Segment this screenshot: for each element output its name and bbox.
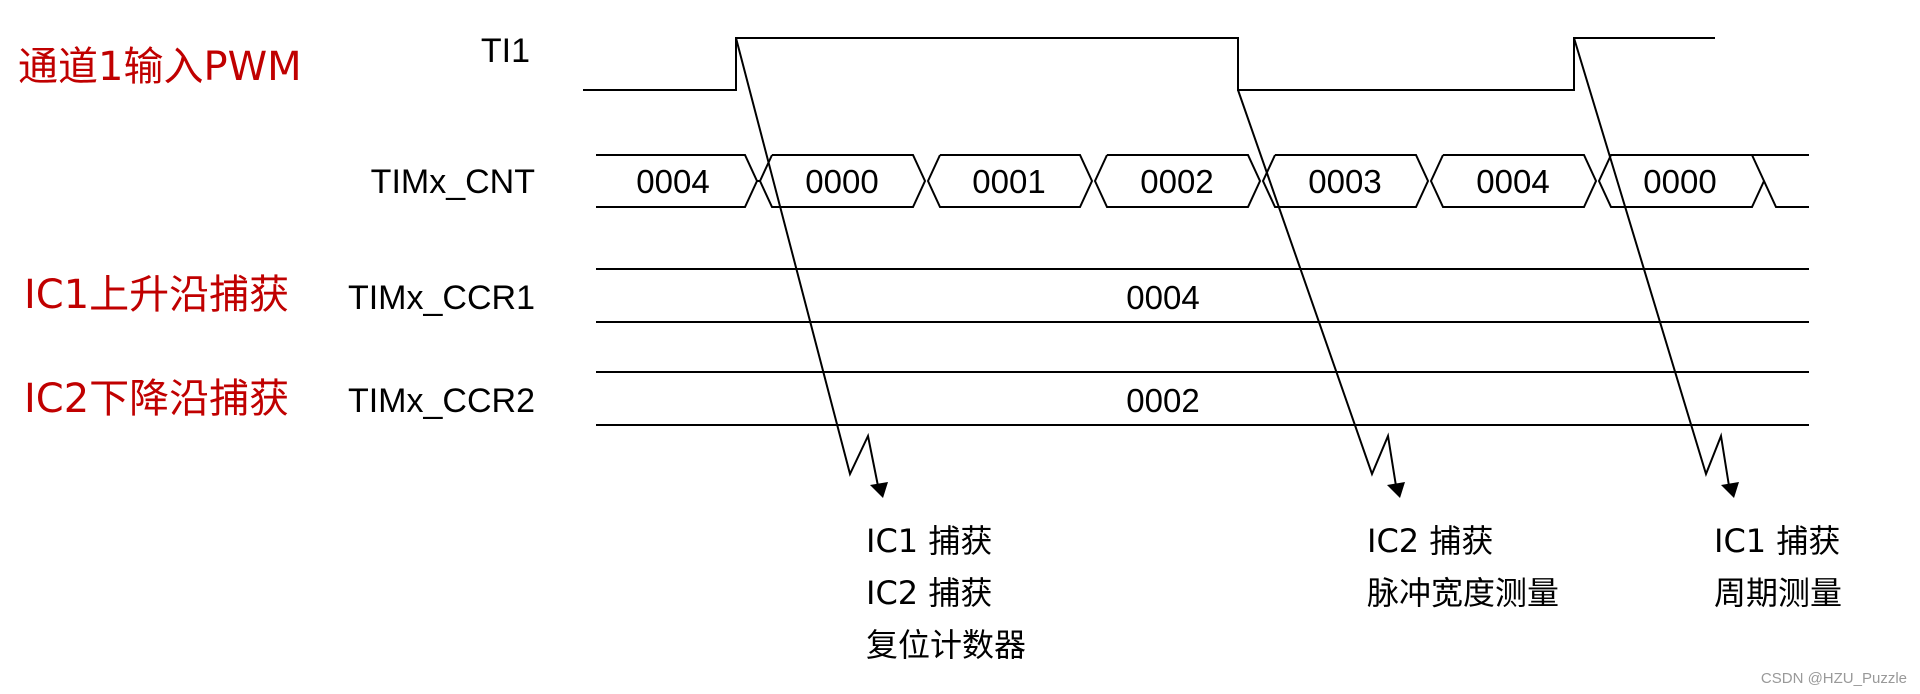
label-channel-input: 通道1输入PWM: [18, 44, 302, 90]
watermark: CSDN @HZU_Puzzle: [1761, 670, 1907, 687]
signal-name-ccr1: TIMx_CCR1: [348, 279, 535, 317]
event-3-line-2: 周期测量: [1714, 574, 1842, 612]
ccr1-value: 0004: [1126, 279, 1199, 316]
event-arrow-3: [1573, 37, 1739, 498]
event-2-line-2: 脉冲宽度测量: [1367, 574, 1559, 612]
cnt-value: 0004: [1476, 163, 1549, 200]
cnt-value: 0001: [972, 163, 1045, 200]
event-1-line-3: 复位计数器: [866, 626, 1026, 664]
cnt-value: 0003: [1308, 163, 1381, 200]
cnt-segment: [1093, 154, 1262, 208]
cnt-value: 0004: [636, 163, 709, 200]
ccr2-value: 0002: [1126, 382, 1199, 419]
event-arrow-2: [1237, 89, 1405, 498]
cnt-value: 0002: [1140, 163, 1213, 200]
event-1-line-2: IC2 捕获: [866, 574, 992, 612]
cnt-value: 0000: [1643, 163, 1716, 200]
label-ic2-falling: IC2下降沿捕获: [24, 376, 289, 422]
cnt-value: 0000: [805, 163, 878, 200]
event-3-line-1: IC1 捕获: [1714, 522, 1840, 560]
signal-name-ti1: TI1: [481, 32, 530, 70]
ti1-waveform: [583, 37, 1715, 91]
label-ic1-rising: IC1上升沿捕获: [24, 272, 289, 318]
cnt-segment: [926, 154, 1094, 208]
event-1-line-1: IC1 捕获: [866, 522, 992, 560]
cnt-bus: [596, 154, 1809, 208]
event-2-line-1: IC2 捕获: [1367, 522, 1493, 560]
event-arrow-1: [735, 37, 888, 498]
cnt-segment: [1429, 154, 1598, 208]
cnt-segment: [1261, 154, 1430, 208]
cnt-segment: [1763, 180, 1809, 208]
signal-name-ccr2: TIMx_CCR2: [348, 382, 535, 420]
signal-name-cnt: TIMx_CNT: [371, 163, 535, 201]
